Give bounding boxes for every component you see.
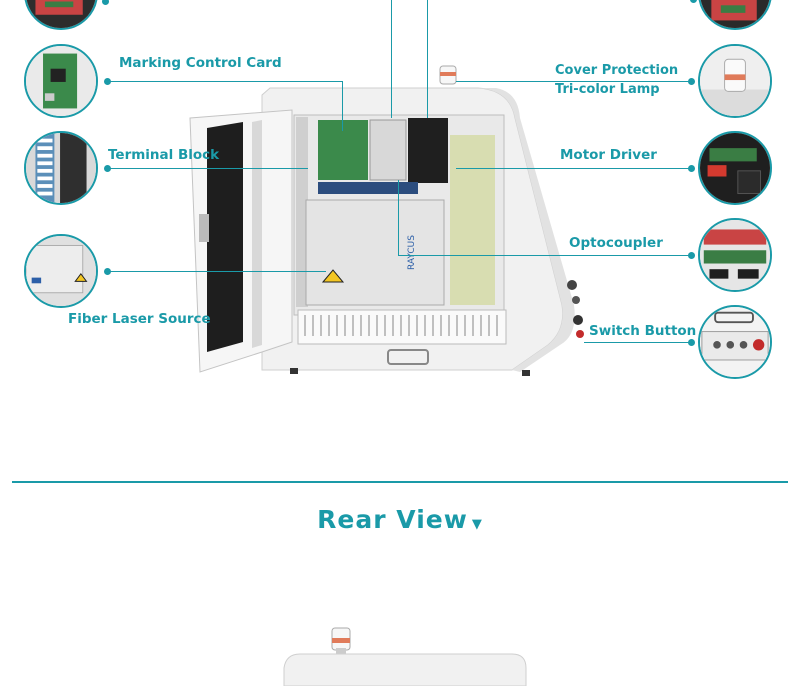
connector-line <box>108 168 308 169</box>
connector-dot <box>688 252 695 259</box>
laser-vendor-mark: RAYCUS <box>407 235 417 270</box>
switch-panel-photo <box>698 305 772 379</box>
connector-line <box>398 255 690 256</box>
connector-line <box>398 180 399 255</box>
connector-top-line-b <box>427 0 428 118</box>
section-divider <box>12 481 788 483</box>
terminal-block-photo <box>24 131 98 205</box>
label-terminal-block: Terminal Block <box>108 147 220 163</box>
machine-cabinet-illustration: RAYCUS <box>189 65 584 376</box>
motor-driver-photo <box>698 131 772 205</box>
label-fiber-laser-source: Fiber Laser Source <box>68 311 211 327</box>
connector-line <box>456 168 690 169</box>
rear-view-heading: Rear View▼ <box>0 505 800 534</box>
label-marking-control-card: Marking Control Card <box>119 55 282 71</box>
lamp-photo <box>698 44 772 118</box>
rear-view-title: Rear View <box>317 505 468 534</box>
connector-dot <box>688 165 695 172</box>
connector-line <box>108 81 342 82</box>
connector-dot <box>688 339 695 346</box>
connector-line <box>342 81 343 131</box>
down-triangle-icon: ▼ <box>471 517 483 532</box>
optocoupler-photo <box>698 218 772 292</box>
label-tri-color-lamp: Tri-color Lamp <box>555 82 660 97</box>
laser-source-photo <box>24 234 98 308</box>
connector-line <box>584 342 690 343</box>
label-switch-button: Switch Button <box>589 323 697 339</box>
connector-line <box>456 81 690 82</box>
label-cover-protection: Cover Protection <box>555 63 679 78</box>
label-optocoupler: Optocoupler <box>569 235 663 251</box>
marking-card-photo <box>24 44 98 118</box>
connector-line <box>108 271 326 272</box>
connector-dot <box>690 0 697 3</box>
label-motor-driver: Motor Driver <box>560 147 657 163</box>
connector-dot <box>688 78 695 85</box>
connector-dot <box>104 165 111 172</box>
connector-dot <box>104 78 111 85</box>
connector-dot <box>102 0 109 5</box>
connector-top-line-a <box>391 0 392 118</box>
board-photo-callout-top-right <box>698 0 772 30</box>
rear-view-illustration <box>283 627 527 686</box>
connector-dot <box>104 268 111 275</box>
